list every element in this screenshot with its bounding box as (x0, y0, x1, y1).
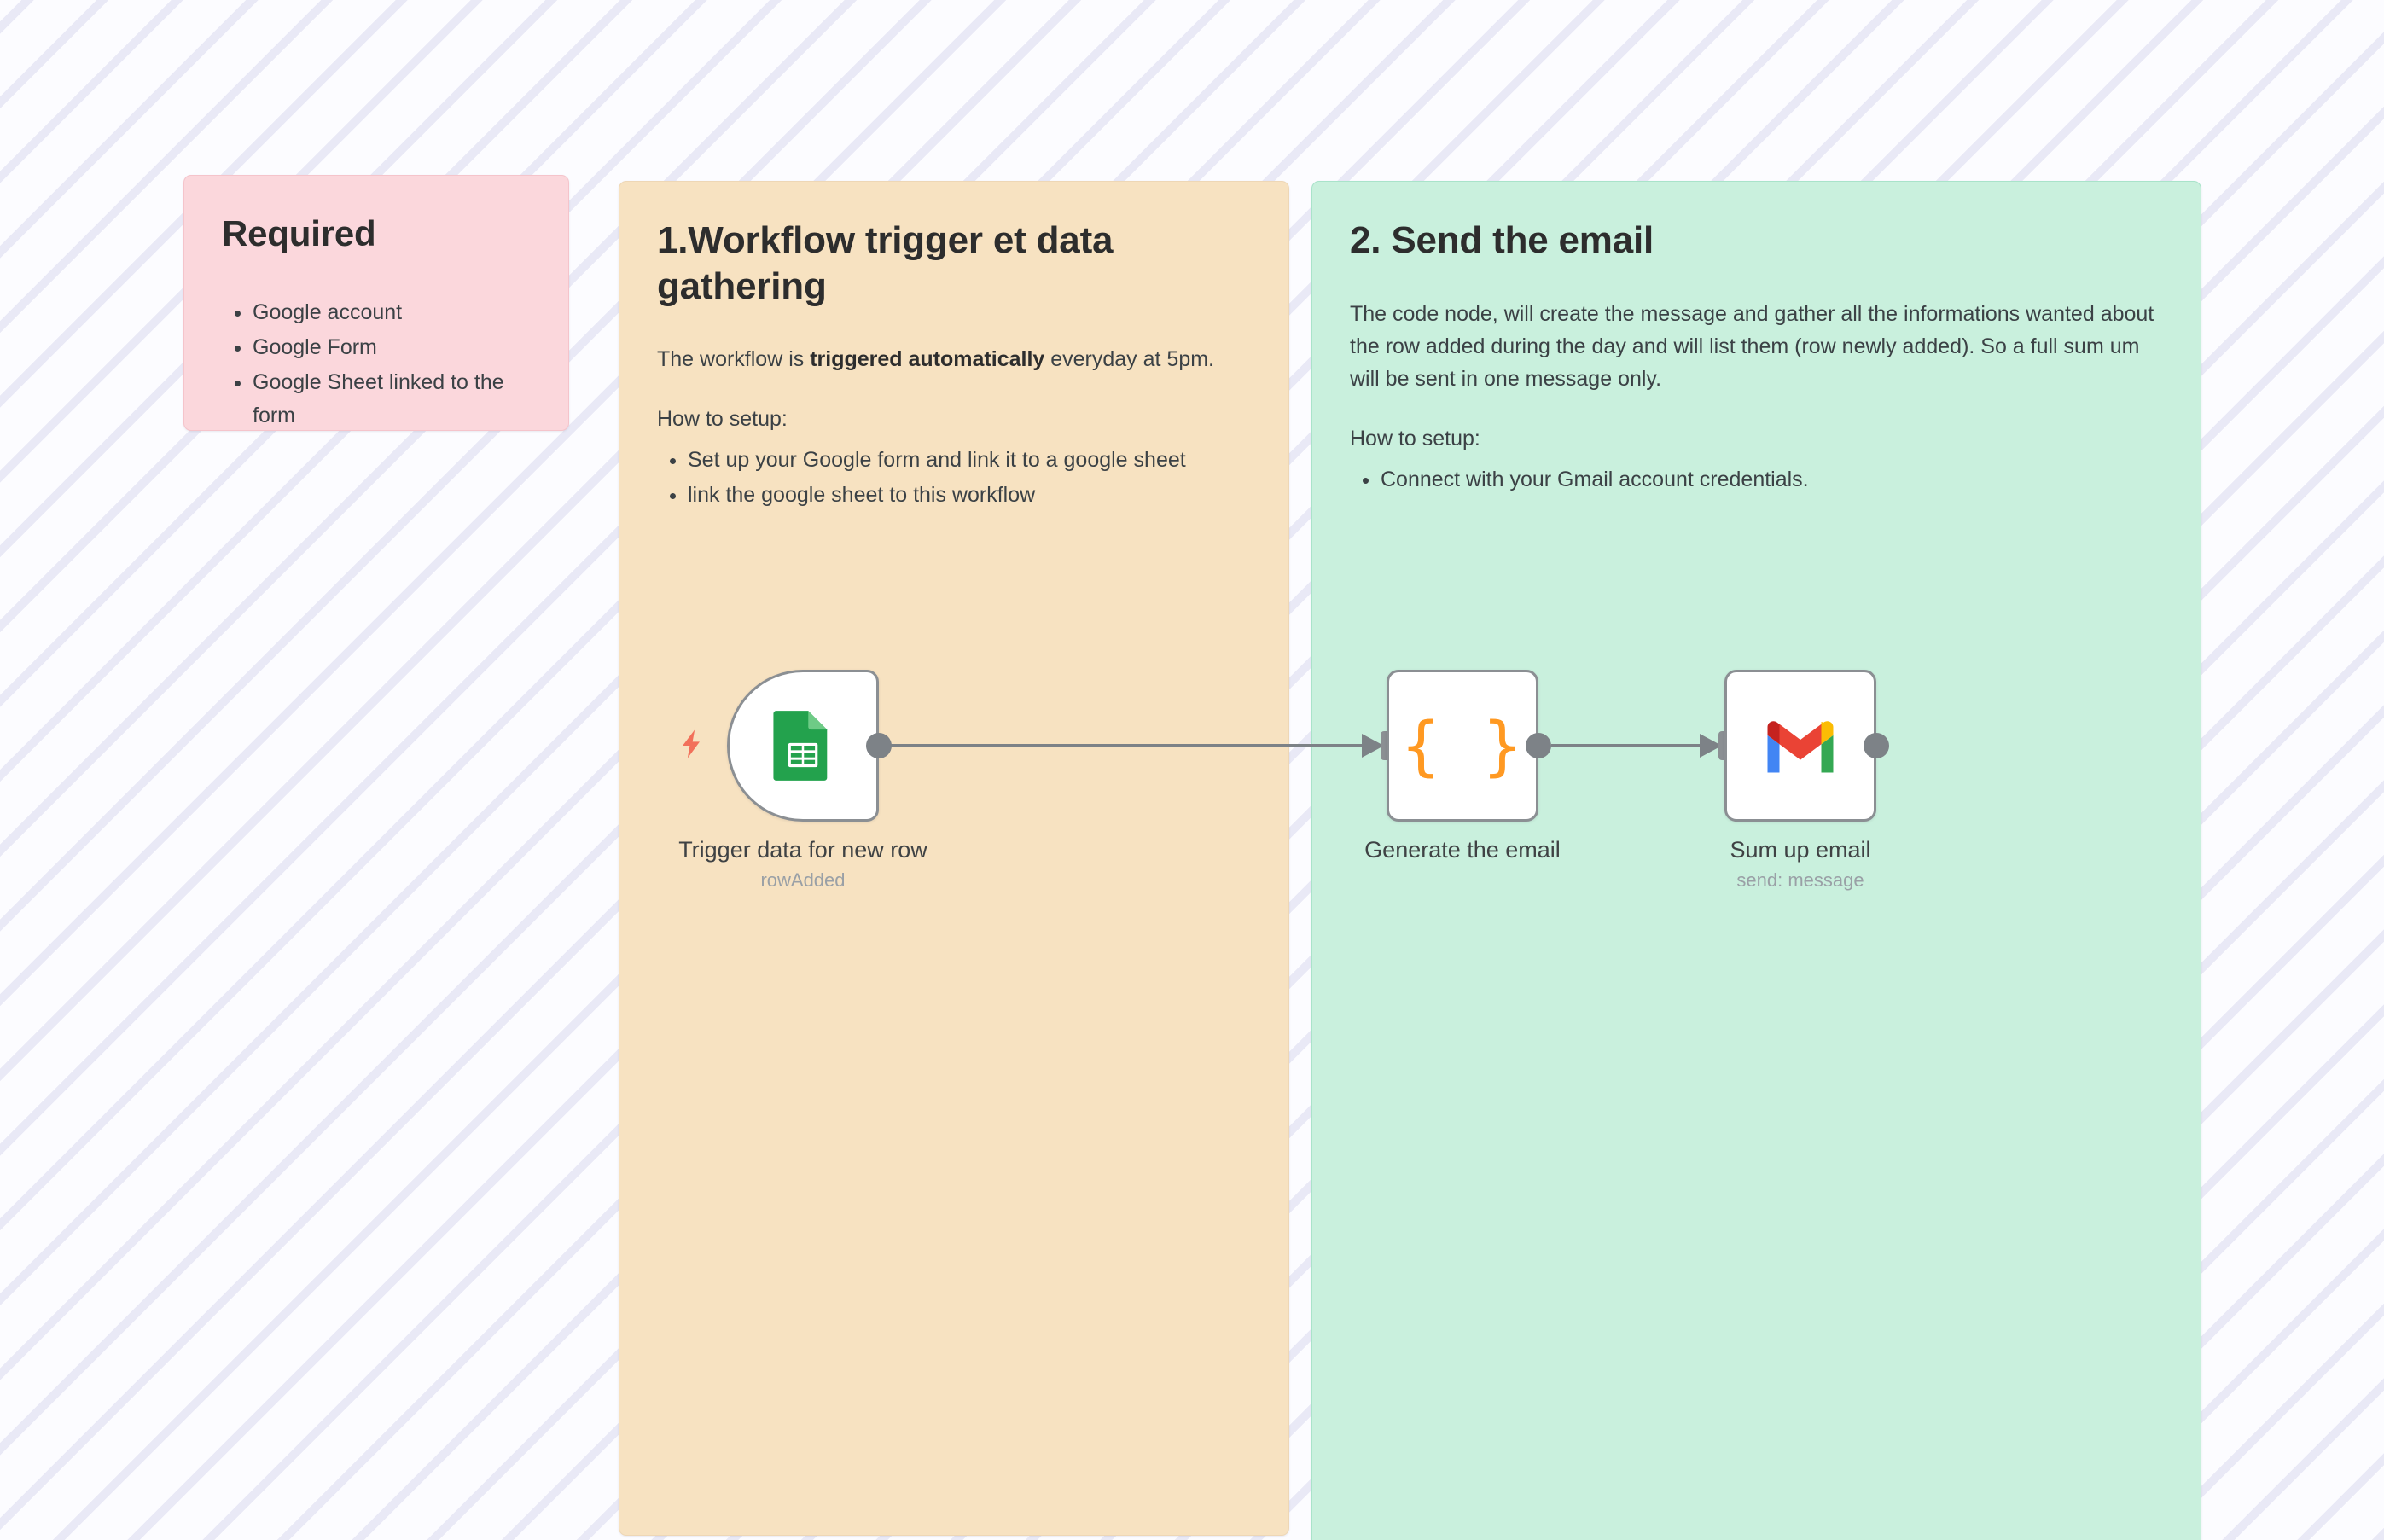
node-label-google-sheets-trigger: Trigger data for new row (678, 837, 927, 863)
sticky-note-required-title: Required (222, 213, 376, 253)
node-google-sheets-trigger[interactable] (727, 670, 879, 822)
node-sublabel-google-sheets-trigger: rowAdded (760, 869, 846, 891)
paragraph-bold: triggered automatically (810, 347, 1045, 372)
list-item: Connect with your Gmail account credenti… (1381, 463, 2163, 497)
node-sublabel-gmail: send: message (1736, 869, 1864, 891)
sticky-note-send-email[interactable]: 2. Send the email The code node, will cr… (1311, 181, 2201, 1540)
paragraph-prefix: The workflow is (657, 347, 811, 372)
list-item: Set up your Google form and link it to a… (688, 444, 1251, 477)
list-item: Google Sheet linked to the form (253, 366, 531, 433)
sticky-note-trigger-list: Set up your Google form and link it to a… (657, 444, 1251, 512)
sticky-note-required-list: Google account Google Form Google Sheet … (222, 296, 531, 433)
port-output-google-sheets-trigger[interactable] (866, 733, 892, 758)
lightning-bolt-icon (674, 725, 708, 763)
sticky-note-trigger-setup-label: How to setup: (657, 407, 788, 432)
node-gmail[interactable] (1724, 670, 1876, 822)
code-braces-icon: { } (1401, 707, 1524, 783)
port-output-gmail-node[interactable] (1864, 733, 1889, 758)
node-label-code: Generate the email (1364, 837, 1561, 863)
list-item: Google Form (253, 331, 531, 364)
sticky-note-workflow-trigger[interactable]: 1.Workflow trigger et data gathering The… (619, 181, 1289, 1536)
port-output-code-node[interactable] (1526, 733, 1551, 758)
list-item: link the google sheet to this workflow (688, 479, 1251, 512)
list-item: Google account (253, 296, 531, 329)
node-code[interactable]: { } (1387, 670, 1538, 822)
sticky-note-email-paragraph: The code node, will create the message a… (1350, 301, 2154, 391)
google-sheets-icon (769, 708, 837, 783)
paragraph-suffix: everyday at 5pm. (1044, 347, 1215, 372)
sticky-note-trigger-paragraph: The workflow is triggered automatically … (657, 343, 1251, 375)
sticky-note-email-setup-label: How to setup: (1350, 426, 1480, 450)
sticky-note-required[interactable]: Required Google account Google Form Goog… (183, 175, 569, 431)
gmail-icon (1761, 716, 1840, 776)
sticky-note-email-title: 2. Send the email (1350, 219, 1654, 261)
sticky-note-trigger-title: 1.Workflow trigger et data gathering (657, 219, 1114, 307)
node-label-gmail: Sum up email (1730, 837, 1871, 863)
sticky-note-email-list: Connect with your Gmail account credenti… (1350, 463, 2163, 497)
